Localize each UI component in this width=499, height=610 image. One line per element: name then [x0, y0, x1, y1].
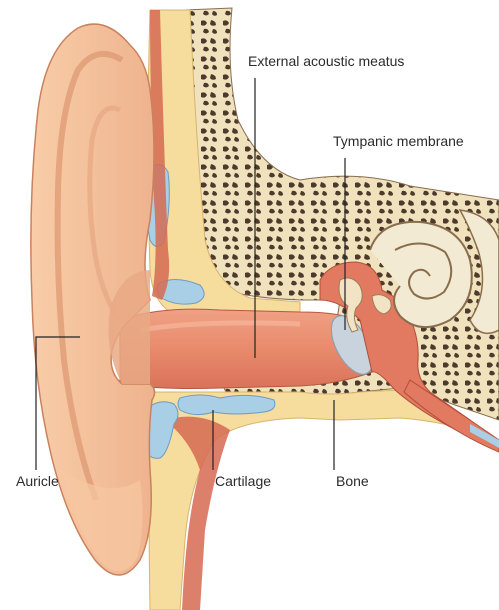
label-bone: Bone [336, 473, 369, 489]
label-external-acoustic-meatus: External acoustic meatus [248, 53, 404, 69]
cartilage-island-4 [178, 395, 275, 415]
label-auricle: Auricle [16, 473, 59, 489]
label-tympanic-membrane: Tympanic membrane [333, 133, 464, 149]
label-cartilage: Cartilage [215, 473, 271, 489]
